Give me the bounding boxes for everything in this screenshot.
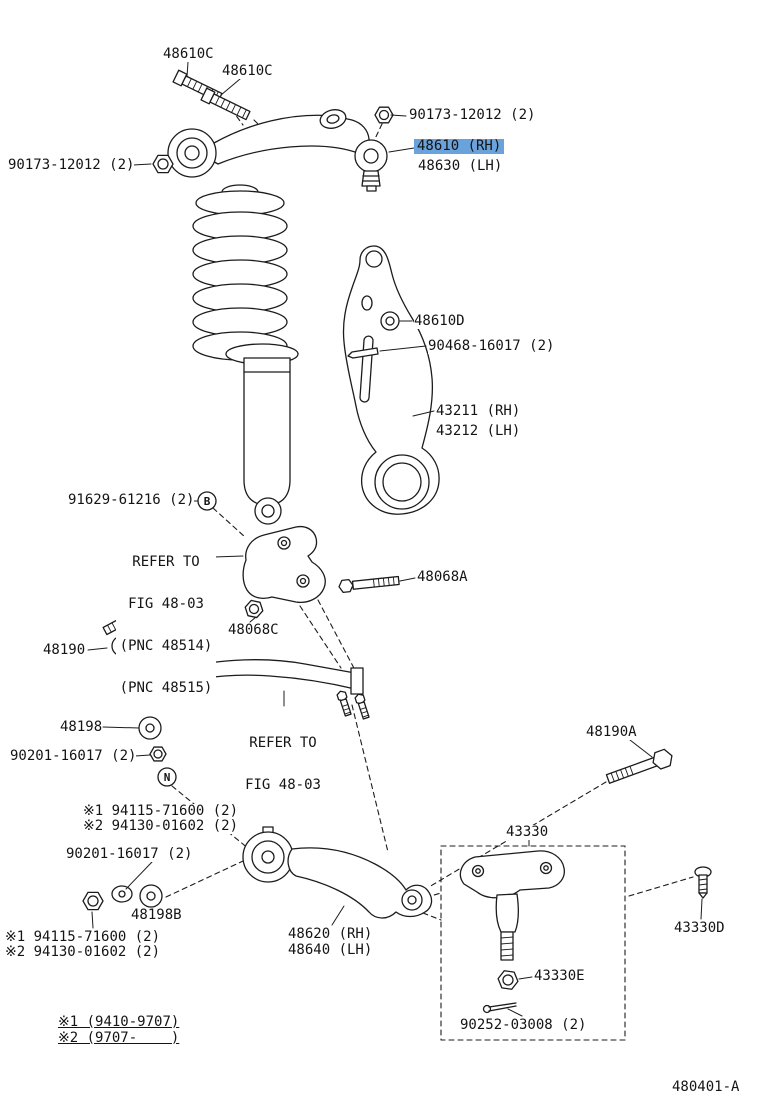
part-label-48640-lh[interactable]: 48640 (LH) [288, 942, 373, 958]
washer-set-drawing [82, 884, 163, 911]
part-label-48630-lh[interactable]: 48630 (LH) [418, 158, 503, 174]
callout-b-letter: B [204, 495, 211, 508]
upper-control-arm-drawing [167, 109, 388, 192]
nut-90173-right-drawing [374, 106, 394, 124]
part-label-48610c-1[interactable]: 48610C [163, 46, 214, 62]
nut-90201-upper-drawing [149, 746, 167, 762]
part-label-43330d[interactable]: 43330D [674, 920, 725, 936]
refer-note-line: REFER TO [132, 554, 200, 570]
part-label-48198[interactable]: 48198 [60, 719, 103, 735]
part-label-48620-rh[interactable]: 48620 (RH) [288, 926, 373, 942]
refer-note-line: FIG 48-03 [128, 596, 204, 612]
balljoint-43330-box [440, 845, 626, 1041]
nut-43330e-drawing [497, 970, 519, 990]
bolt-48610c-drawing [172, 69, 251, 121]
part-label-90201-upper[interactable]: 90201-16017 (2) [10, 748, 137, 764]
part-label-48068a[interactable]: 48068A [417, 569, 468, 585]
part-label-94115-upper[interactable]: ※1 94115-71600 (2) [83, 803, 239, 819]
part-label-90468[interactable]: 90468-16017 (2) [428, 338, 555, 354]
leader-lines [87, 61, 703, 1017]
figure-code: 480401-A [672, 1079, 740, 1095]
part-label-48190a[interactable]: 48190A [586, 724, 637, 740]
upper-balljoint-drawing [354, 139, 388, 173]
shock-absorber-drawing [192, 184, 299, 525]
cam-washer-48198-drawing [138, 716, 162, 740]
stud-90468-drawing [347, 347, 379, 359]
balljoint-43330-drawing [459, 850, 565, 1014]
part-label-48068c[interactable]: 48068C [228, 622, 279, 638]
part-label-43330e[interactable]: 43330E [534, 968, 585, 984]
bolt-43330d-drawing [694, 866, 712, 899]
part-label-48198b[interactable]: 48198B [131, 907, 182, 923]
year-range-note-2: ※2 (9707- ) [58, 1030, 180, 1046]
part-label-48610c-2[interactable]: 48610C [222, 63, 273, 79]
callout-n-letter: N [164, 771, 171, 784]
part-label-90173-right[interactable]: 90173-12012 (2) [409, 107, 536, 123]
part-label-43212-lh[interactable]: 43212 (LH) [436, 423, 521, 439]
refer-note-fig4803-lower: REFER TO FIG 48-03 [243, 708, 323, 806]
refer-note-line: (PNC 48515) [119, 680, 213, 696]
bolt-48068a-drawing [338, 575, 400, 594]
part-label-94130-upper[interactable]: ※2 94130-01602 (2) [83, 818, 239, 834]
lower-control-arm-drawing [242, 826, 433, 919]
nut-48068c-drawing [244, 599, 264, 619]
year-range-note-1: ※1 (9410-9707) [58, 1014, 180, 1030]
part-label-94130-lower[interactable]: ※2 94130-01602 (2) [5, 944, 161, 960]
part-label-94115-lower[interactable]: ※1 94115-71600 (2) [5, 929, 161, 945]
part-label-90201-lower[interactable]: 90201-16017 (2) [66, 846, 193, 862]
part-label-48610d[interactable]: 48610D [414, 313, 465, 329]
refer-note-fig4803-upper: REFER TO FIG 48-03 (PNC 48514) (PNC 4851… [116, 527, 216, 709]
part-label-91629[interactable]: 91629-61216 (2) [68, 492, 195, 508]
refer-note-line: (PNC 48514) [119, 638, 213, 654]
part-label-43330[interactable]: 43330 [506, 824, 549, 840]
cotter-pin-90252-drawing [482, 1002, 517, 1014]
part-label-90252[interactable]: 90252-03008 (2) [460, 1017, 587, 1033]
part-label-48610-rh-highlighted[interactable]: 48610 (RH) [414, 139, 505, 154]
part-label-43211-rh[interactable]: 43211 (RH) [436, 403, 521, 419]
bolt-48190a-drawing [605, 748, 673, 784]
callout-b-circle: B [197, 491, 217, 511]
steering-knuckle-drawing [342, 245, 440, 515]
part-label-48190[interactable]: 48190 [43, 642, 86, 658]
refer-note-line: REFER TO [249, 735, 317, 751]
callout-n-circle: N [157, 767, 177, 787]
nut-90173-left-drawing [152, 154, 174, 174]
refer-note-line: FIG 48-03 [245, 777, 321, 793]
bushing-48610d-drawing [380, 311, 400, 331]
shock-bracket-drawing [242, 525, 326, 604]
part-label-90173-left[interactable]: 90173-12012 (2) [8, 157, 135, 173]
